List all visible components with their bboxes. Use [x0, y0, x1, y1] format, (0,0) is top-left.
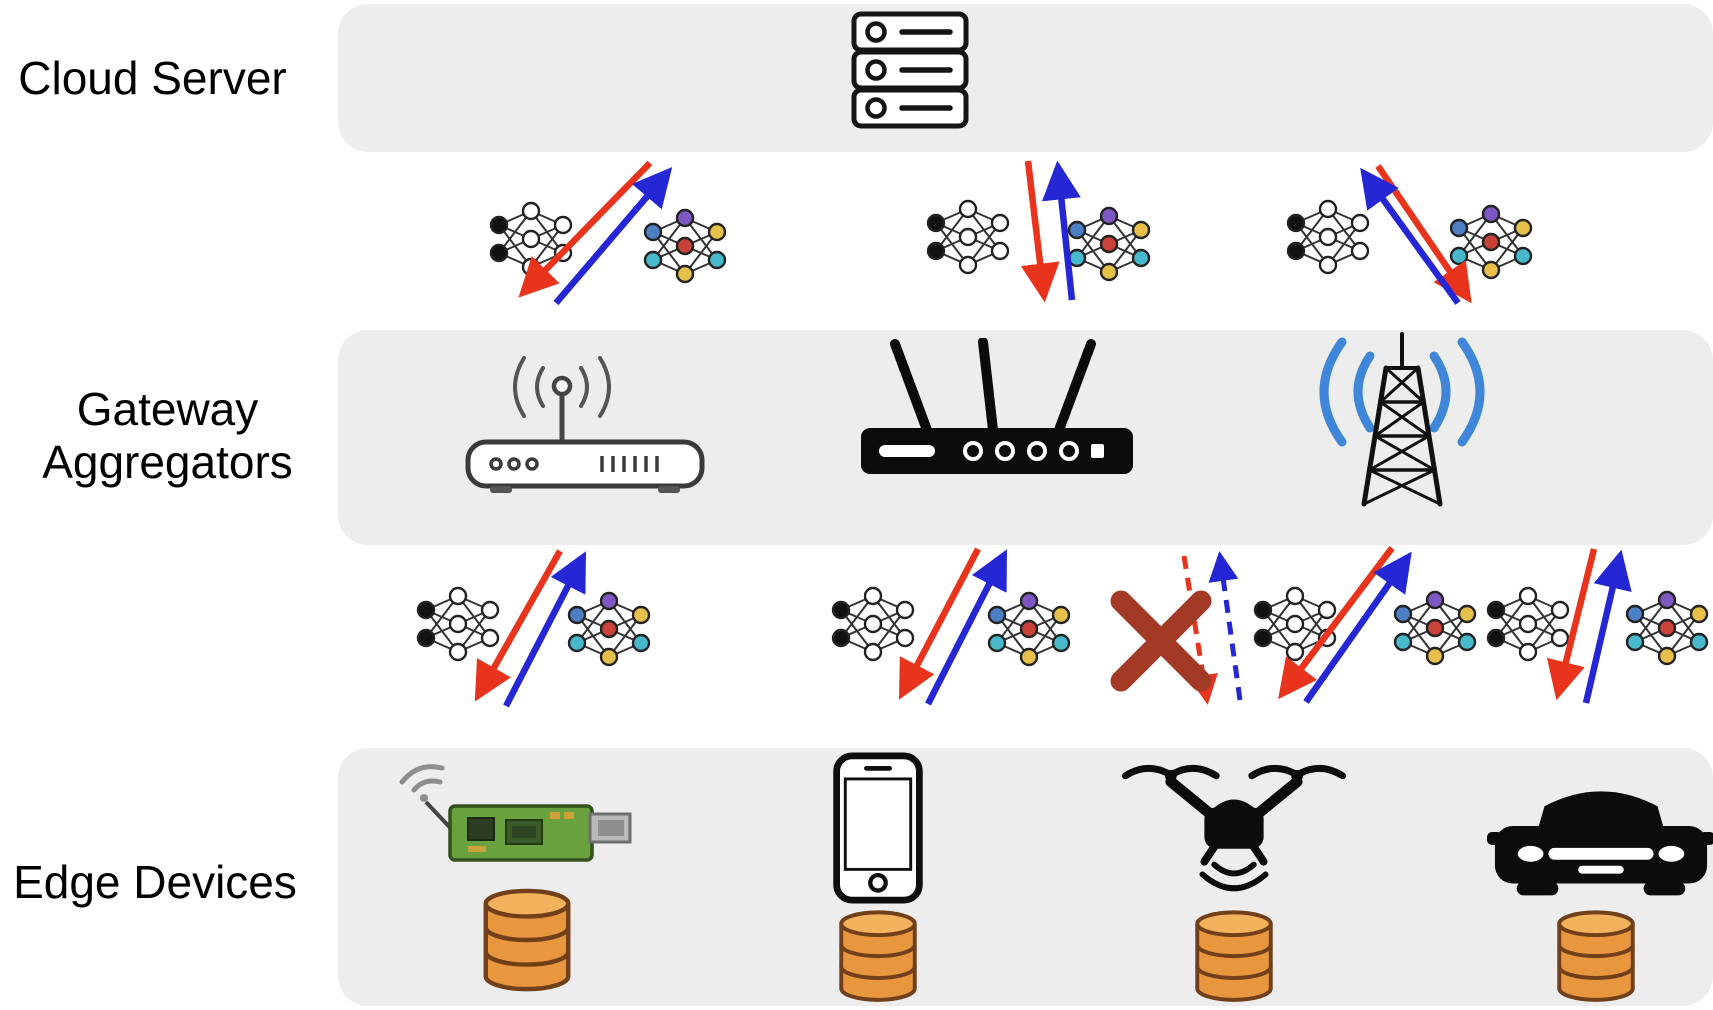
neural-network-mono-icon — [415, 585, 501, 668]
database-icon — [477, 886, 577, 996]
neural-network-color-icon — [642, 207, 728, 290]
neural-network-mono-icon — [488, 200, 574, 283]
arrow-edge4-gw3-up — [1582, 549, 1632, 704]
arrow-gw3-cloud-up — [1360, 167, 1461, 305]
neural-network-color-icon — [1392, 589, 1478, 672]
neural-network-color-icon — [1066, 205, 1152, 288]
neural-network-color-icon — [1448, 203, 1534, 286]
arrow-gw2-cloud-up — [1042, 160, 1081, 301]
arrow-cloud-gw2-down — [1020, 160, 1060, 303]
server-rack-icon — [846, 6, 974, 134]
neural-network-mono-icon — [925, 198, 1011, 281]
database-icon — [1548, 908, 1644, 1006]
arrow-cloud-gw3-down — [1375, 164, 1472, 304]
arrow-gw2-edge2-down — [898, 547, 981, 700]
wifi-router-icon — [450, 336, 720, 496]
neural-network-mono-icon — [1252, 585, 1338, 668]
neural-network-mono-icon — [830, 585, 916, 668]
wired-router-icon — [855, 338, 1140, 480]
cloud-tier-band — [338, 4, 1713, 152]
database-icon — [1186, 908, 1282, 1006]
arrow-edge3-gw2-up-failed — [1208, 551, 1243, 701]
arrow-gw3-edge3-down — [1278, 546, 1395, 700]
neural-network-mono-icon — [1485, 585, 1571, 668]
cloud-tier-label-text: Cloud Server — [18, 52, 287, 104]
neural-network-mono-icon — [1285, 198, 1371, 281]
arrow-edge3-gw3-up — [1303, 551, 1412, 704]
iot-board-icon — [390, 748, 645, 868]
failed-link-x-icon — [1110, 590, 1212, 692]
neural-network-color-icon — [1624, 589, 1710, 672]
neural-network-color-icon — [986, 590, 1072, 673]
arrow-edge2-gw2-up — [925, 549, 1007, 706]
failed-link-x-icon — [1110, 590, 1212, 692]
edge-tier-label: Edge Devices — [0, 856, 310, 909]
gateway-tier-label-line1: Gateway — [76, 383, 259, 435]
gateway-tier-label-line2: Aggregators — [42, 436, 293, 489]
cloud-tier-label: Cloud Server — [0, 52, 305, 105]
arrow-gw3-edge4-down — [1546, 548, 1598, 701]
smartphone-icon — [828, 752, 928, 904]
arrow-gw1-cloud-up — [553, 167, 673, 306]
arrow-gw1-edge1-down — [474, 549, 563, 702]
cell-tower-icon — [1272, 330, 1532, 508]
car-icon — [1487, 762, 1713, 900]
neural-network-color-icon — [566, 590, 652, 673]
database-icon — [830, 908, 926, 1006]
gateway-tier-label: Gateway Aggregators — [0, 383, 335, 490]
edge-tier-label-text: Edge Devices — [13, 856, 297, 908]
arrow-cloud-gw1-down — [518, 160, 653, 298]
arrow-gw2-edge3-down-failed — [1181, 555, 1218, 705]
arrow-edge1-gw1-up — [503, 551, 586, 708]
drone-icon — [1118, 758, 1350, 908]
